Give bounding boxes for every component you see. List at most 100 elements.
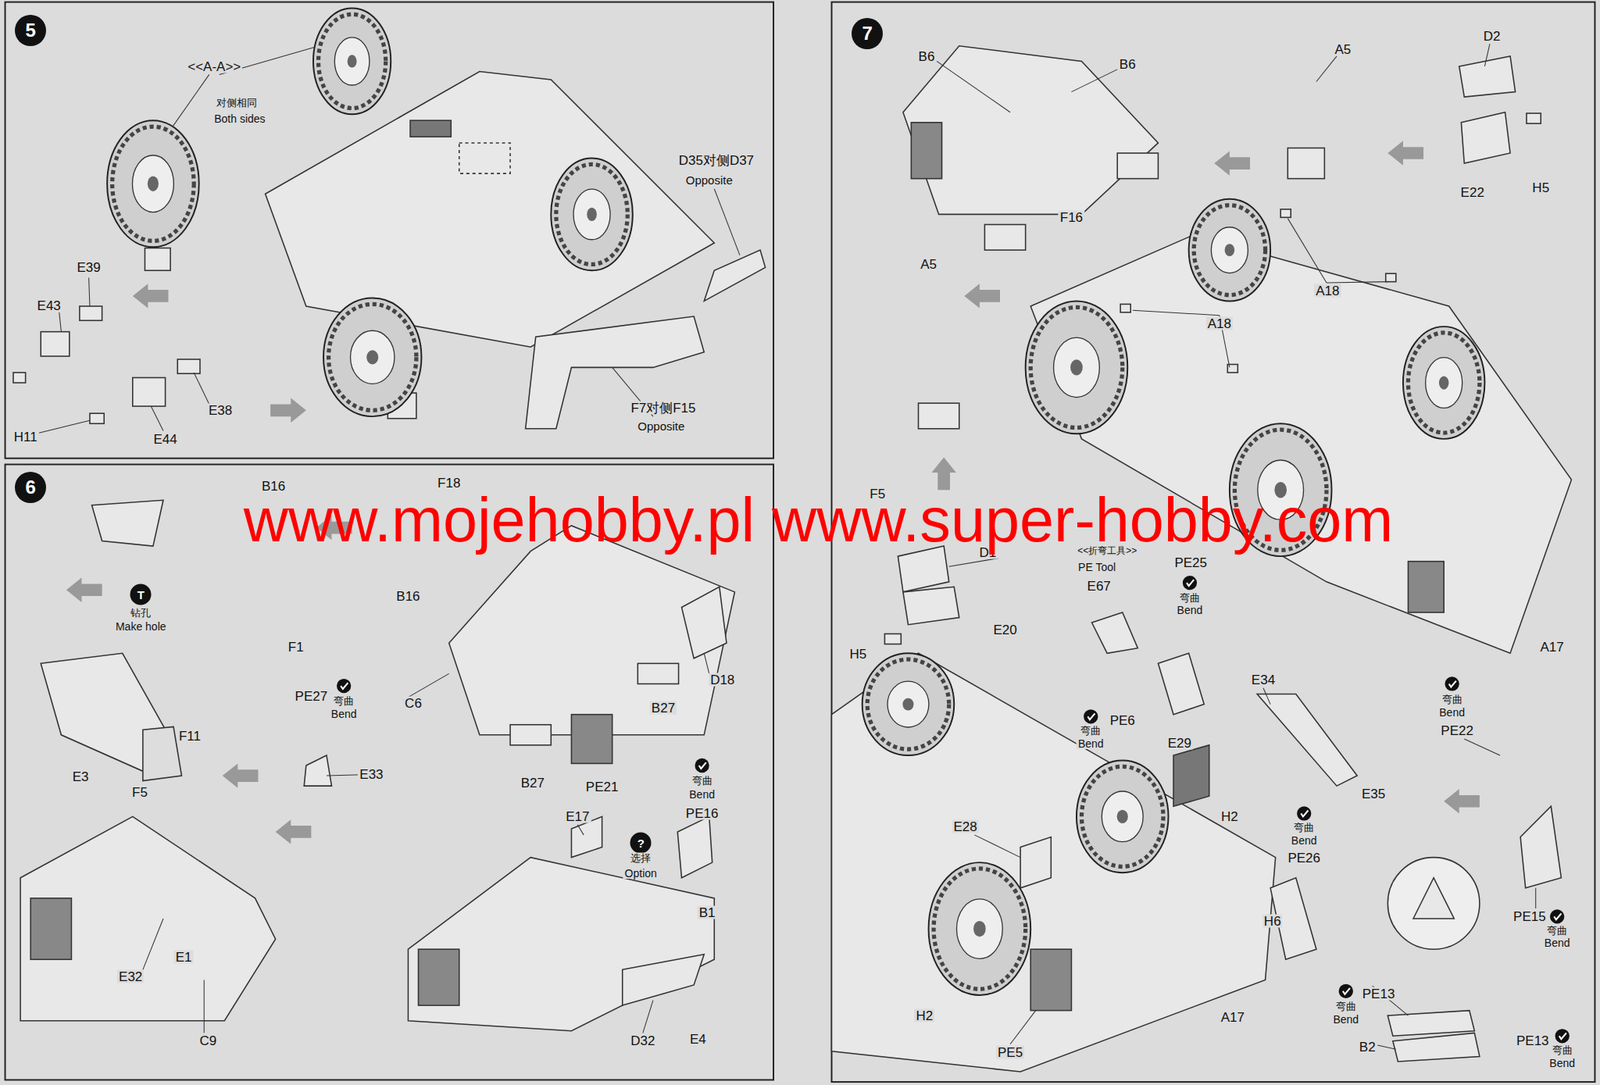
part-label: PE6 bbox=[1108, 714, 1137, 728]
part-label: H6 bbox=[1262, 914, 1283, 929]
part-label: E38 bbox=[207, 403, 234, 418]
bend-check-mark bbox=[1555, 1028, 1570, 1043]
part-label: F7对侧F15 bbox=[628, 401, 697, 415]
part-label: B6 bbox=[1117, 57, 1138, 72]
step-circle: 6 bbox=[14, 471, 47, 504]
part-label: E3 bbox=[71, 769, 91, 783]
part-label: E20 bbox=[991, 622, 1018, 636]
part-label: E4 bbox=[688, 1032, 708, 1046]
part-label: <<A-A>> bbox=[185, 59, 243, 73]
part-label: E44 bbox=[151, 432, 179, 446]
wheel bbox=[313, 7, 391, 115]
part-label: E33 bbox=[357, 767, 385, 782]
part-label: B27 bbox=[650, 701, 677, 715]
part-label: H5 bbox=[1530, 181, 1551, 195]
part-label: D2 bbox=[1482, 28, 1503, 43]
part-label: 弯曲 bbox=[1178, 592, 1202, 604]
wheel bbox=[323, 298, 422, 418]
step-circle: T bbox=[130, 584, 152, 606]
part-label: 弯曲 bbox=[1545, 925, 1569, 936]
part-label: D18 bbox=[708, 672, 736, 686]
part-label: Opposite bbox=[684, 173, 735, 186]
step-number: T bbox=[137, 589, 145, 601]
step-number: ? bbox=[637, 836, 645, 849]
part-label: Bend bbox=[329, 708, 359, 720]
part-label: A5 bbox=[918, 257, 939, 272]
part-label: 弯曲 bbox=[1550, 1045, 1575, 1056]
wheel bbox=[1025, 300, 1129, 434]
part-label: Bend bbox=[1175, 604, 1205, 616]
part-label: Bend bbox=[1331, 1014, 1361, 1025]
wheel bbox=[1189, 199, 1271, 302]
part-label: PE13 bbox=[1360, 987, 1397, 1001]
part-label: A5 bbox=[1332, 42, 1353, 56]
part-label: PE27 bbox=[293, 689, 330, 703]
part-label: 弯曲 bbox=[1292, 822, 1316, 833]
part-label: PE25 bbox=[1172, 555, 1209, 569]
part-label: PE22 bbox=[1439, 724, 1475, 738]
part-label: B16 bbox=[394, 589, 422, 603]
part-label: H11 bbox=[12, 430, 40, 444]
part-label: E22 bbox=[1459, 185, 1486, 199]
part-label: B2 bbox=[1357, 1040, 1378, 1054]
part-label: E1 bbox=[174, 950, 194, 965]
step-number: 5 bbox=[25, 21, 36, 40]
part-label: 选择 bbox=[628, 853, 653, 864]
part-label: 弯曲 bbox=[1440, 693, 1465, 704]
part-label: PE Tool bbox=[1076, 561, 1118, 573]
part-label: E29 bbox=[1166, 735, 1193, 750]
part-label: E34 bbox=[1250, 672, 1277, 686]
part-label: Both sides bbox=[212, 113, 267, 125]
part-label: D35对侧D37 bbox=[677, 153, 756, 168]
bend-check-mark bbox=[1444, 676, 1459, 691]
part-label: B27 bbox=[519, 775, 547, 790]
part-label: 弯曲 bbox=[690, 775, 715, 786]
part-label: E17 bbox=[564, 809, 591, 823]
part-label: H2 bbox=[1219, 809, 1240, 823]
part-label: PE16 bbox=[684, 806, 721, 820]
part-label: F16 bbox=[1058, 210, 1085, 225]
step-circle: ? bbox=[630, 832, 652, 854]
part-label: 对侧相同 bbox=[214, 96, 259, 108]
part-label: A18 bbox=[1314, 284, 1341, 298]
part-label: B1 bbox=[697, 905, 718, 919]
watermark: www.mojehobby.pl www.super-hobby.com bbox=[243, 489, 1393, 552]
bend-check-mark bbox=[1339, 984, 1354, 999]
wheel bbox=[1076, 760, 1169, 873]
part-label: C9 bbox=[198, 1034, 219, 1048]
part-label: F18 bbox=[435, 475, 462, 490]
bend-check-mark bbox=[336, 678, 351, 693]
part-label: Opposite bbox=[635, 419, 686, 432]
bend-check-mark bbox=[1182, 575, 1197, 590]
part-label: E67 bbox=[1085, 578, 1113, 593]
part-label: 弯曲 bbox=[332, 696, 356, 707]
part-label: Bend bbox=[1289, 835, 1319, 847]
part-label: PE21 bbox=[584, 780, 621, 794]
wheel bbox=[862, 653, 955, 756]
part-label: Bend bbox=[687, 789, 717, 800]
part-label: Bend bbox=[1542, 937, 1572, 949]
part-label: Bend bbox=[1437, 707, 1467, 718]
part-label: F11 bbox=[177, 728, 203, 743]
step-circle: 5 bbox=[14, 14, 47, 47]
wheel bbox=[928, 862, 1032, 996]
part-label: C6 bbox=[403, 696, 424, 710]
part-label: PE15 bbox=[1511, 909, 1548, 923]
part-label: Bend bbox=[1547, 1057, 1577, 1069]
part-label: A17 bbox=[1219, 1010, 1247, 1025]
part-label: 弯曲 bbox=[1078, 725, 1103, 736]
part-label: E39 bbox=[75, 260, 103, 275]
part-label: E35 bbox=[1360, 787, 1387, 801]
part-label: A17 bbox=[1538, 640, 1565, 654]
part-label: 钻孔 bbox=[128, 607, 153, 618]
part-label: B6 bbox=[917, 49, 937, 63]
part-label: PE5 bbox=[996, 1045, 1025, 1059]
bend-check-mark bbox=[1083, 709, 1098, 724]
wheel bbox=[107, 120, 200, 247]
step-number: 7 bbox=[862, 24, 873, 43]
part-label: H2 bbox=[914, 1008, 935, 1022]
part-label: F1 bbox=[286, 640, 306, 654]
step-number: 6 bbox=[25, 478, 36, 497]
bend-check-mark bbox=[1550, 909, 1565, 924]
bend-check-mark bbox=[694, 758, 709, 773]
